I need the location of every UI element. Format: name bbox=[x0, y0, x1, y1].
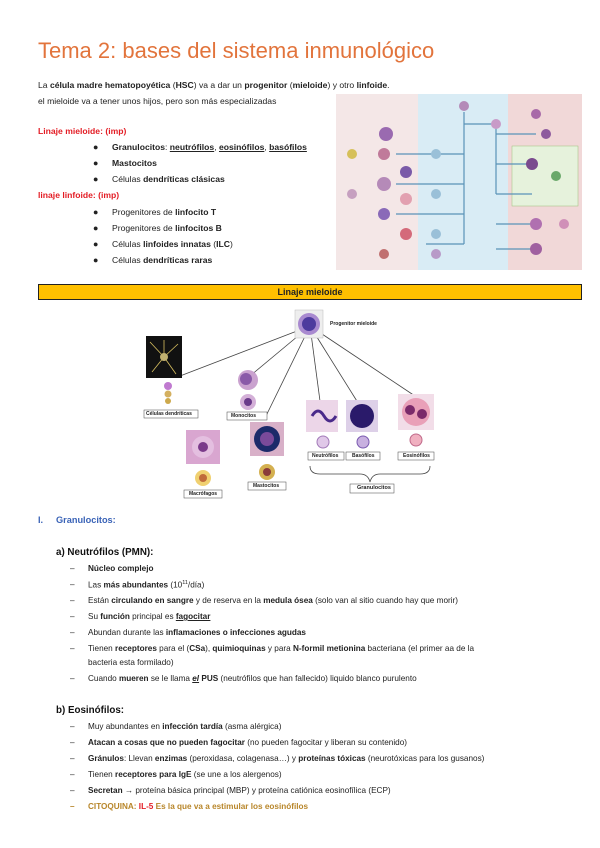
neutrofilos-heading: a) Neutrófilos (PMN): bbox=[56, 547, 154, 558]
list-item: ●Granulocitos: neutrófilos, eosinófilos,… bbox=[93, 142, 307, 152]
list-item-citoquina: –CITOQUINA: IL-5 Es la que va a estimula… bbox=[70, 802, 309, 811]
list-item: –Tienen receptores para IgE (se une a lo… bbox=[70, 770, 282, 779]
fig-label-eosinofilos: Eosinófilos bbox=[403, 453, 430, 459]
linaje-mieloide-heading: Linaje mieloide: (imp) bbox=[38, 126, 127, 136]
list-item: –Gránulos: Llevan enzimas (peroxidasa, c… bbox=[70, 754, 485, 763]
list-item: ●Células linfoides innatas (ILC) bbox=[93, 239, 233, 249]
section-number: I. bbox=[38, 515, 44, 525]
fig-label-neutrofilos: Neutrófilos bbox=[312, 453, 339, 459]
list-item: ●Progenitores de linfocitos B bbox=[93, 223, 222, 233]
fig-label-monocitos: Monocitos bbox=[231, 413, 256, 419]
list-item: –Abundan durante las inflamaciones o inf… bbox=[70, 628, 306, 637]
list-item: –Muy abundantes en infección tardía (asm… bbox=[70, 722, 282, 731]
page-title: Tema 2: bases del sistema inmunológico bbox=[38, 38, 435, 63]
list-item: –Su función principal es fagocitar bbox=[70, 612, 211, 621]
fig-label-basofilos: Basófilos bbox=[352, 453, 375, 459]
list-item: ●Progenitores de linfocito T bbox=[93, 207, 217, 217]
list-item-continuation: bacteria esta formilado) bbox=[88, 658, 174, 667]
fig-label-macrofagos: Macrófagos bbox=[189, 491, 218, 497]
progenitor-mieloide-label: Progenitor mieloide bbox=[330, 321, 377, 327]
fig-label-granulocitos: Granulocitos bbox=[357, 485, 391, 491]
eosinofilos-heading: b) Eosinófilos: bbox=[56, 705, 125, 716]
fig-label-celulas-dendriticas: Células dendríticas bbox=[146, 411, 192, 417]
list-item: –Están circulando en sangre y de reserva… bbox=[70, 596, 459, 605]
hematopoiesis-diagram bbox=[336, 94, 582, 270]
linaje-linfoide-heading: linaje linfoide: (imp) bbox=[38, 190, 120, 200]
list-item: –Las más abundantes (1011/día) bbox=[70, 580, 205, 590]
list-item: ●Células dendríticas clásicas bbox=[93, 174, 225, 184]
list-item: –Núcleo complejo bbox=[70, 564, 154, 573]
list-item: –Cuando mueren se le llama el PUS (neutr… bbox=[70, 674, 417, 683]
section-heading: Granulocitos: bbox=[56, 515, 116, 525]
list-item: –Secretan → proteína básica principal (M… bbox=[70, 786, 391, 795]
intro-line-1: La célula madre hematopoyética (HSC) va … bbox=[38, 80, 390, 90]
intro-line-2: el mieloide va a tener unos hijos, pero … bbox=[38, 96, 277, 106]
list-item: –Tienen receptores para el (CSa), quimio… bbox=[70, 644, 475, 653]
list-item: ●Mastocitos bbox=[93, 158, 157, 168]
list-item: –Atacan a cosas que no pueden fagocitar … bbox=[70, 738, 408, 747]
fig-label-mastocitos: Mastocitos bbox=[253, 483, 280, 489]
list-item: ●Células dendríticas raras bbox=[93, 255, 213, 265]
linaje-mieloide-banner: Linaje mieloide bbox=[38, 284, 582, 300]
myeloid-lineage-figure bbox=[143, 309, 435, 499]
